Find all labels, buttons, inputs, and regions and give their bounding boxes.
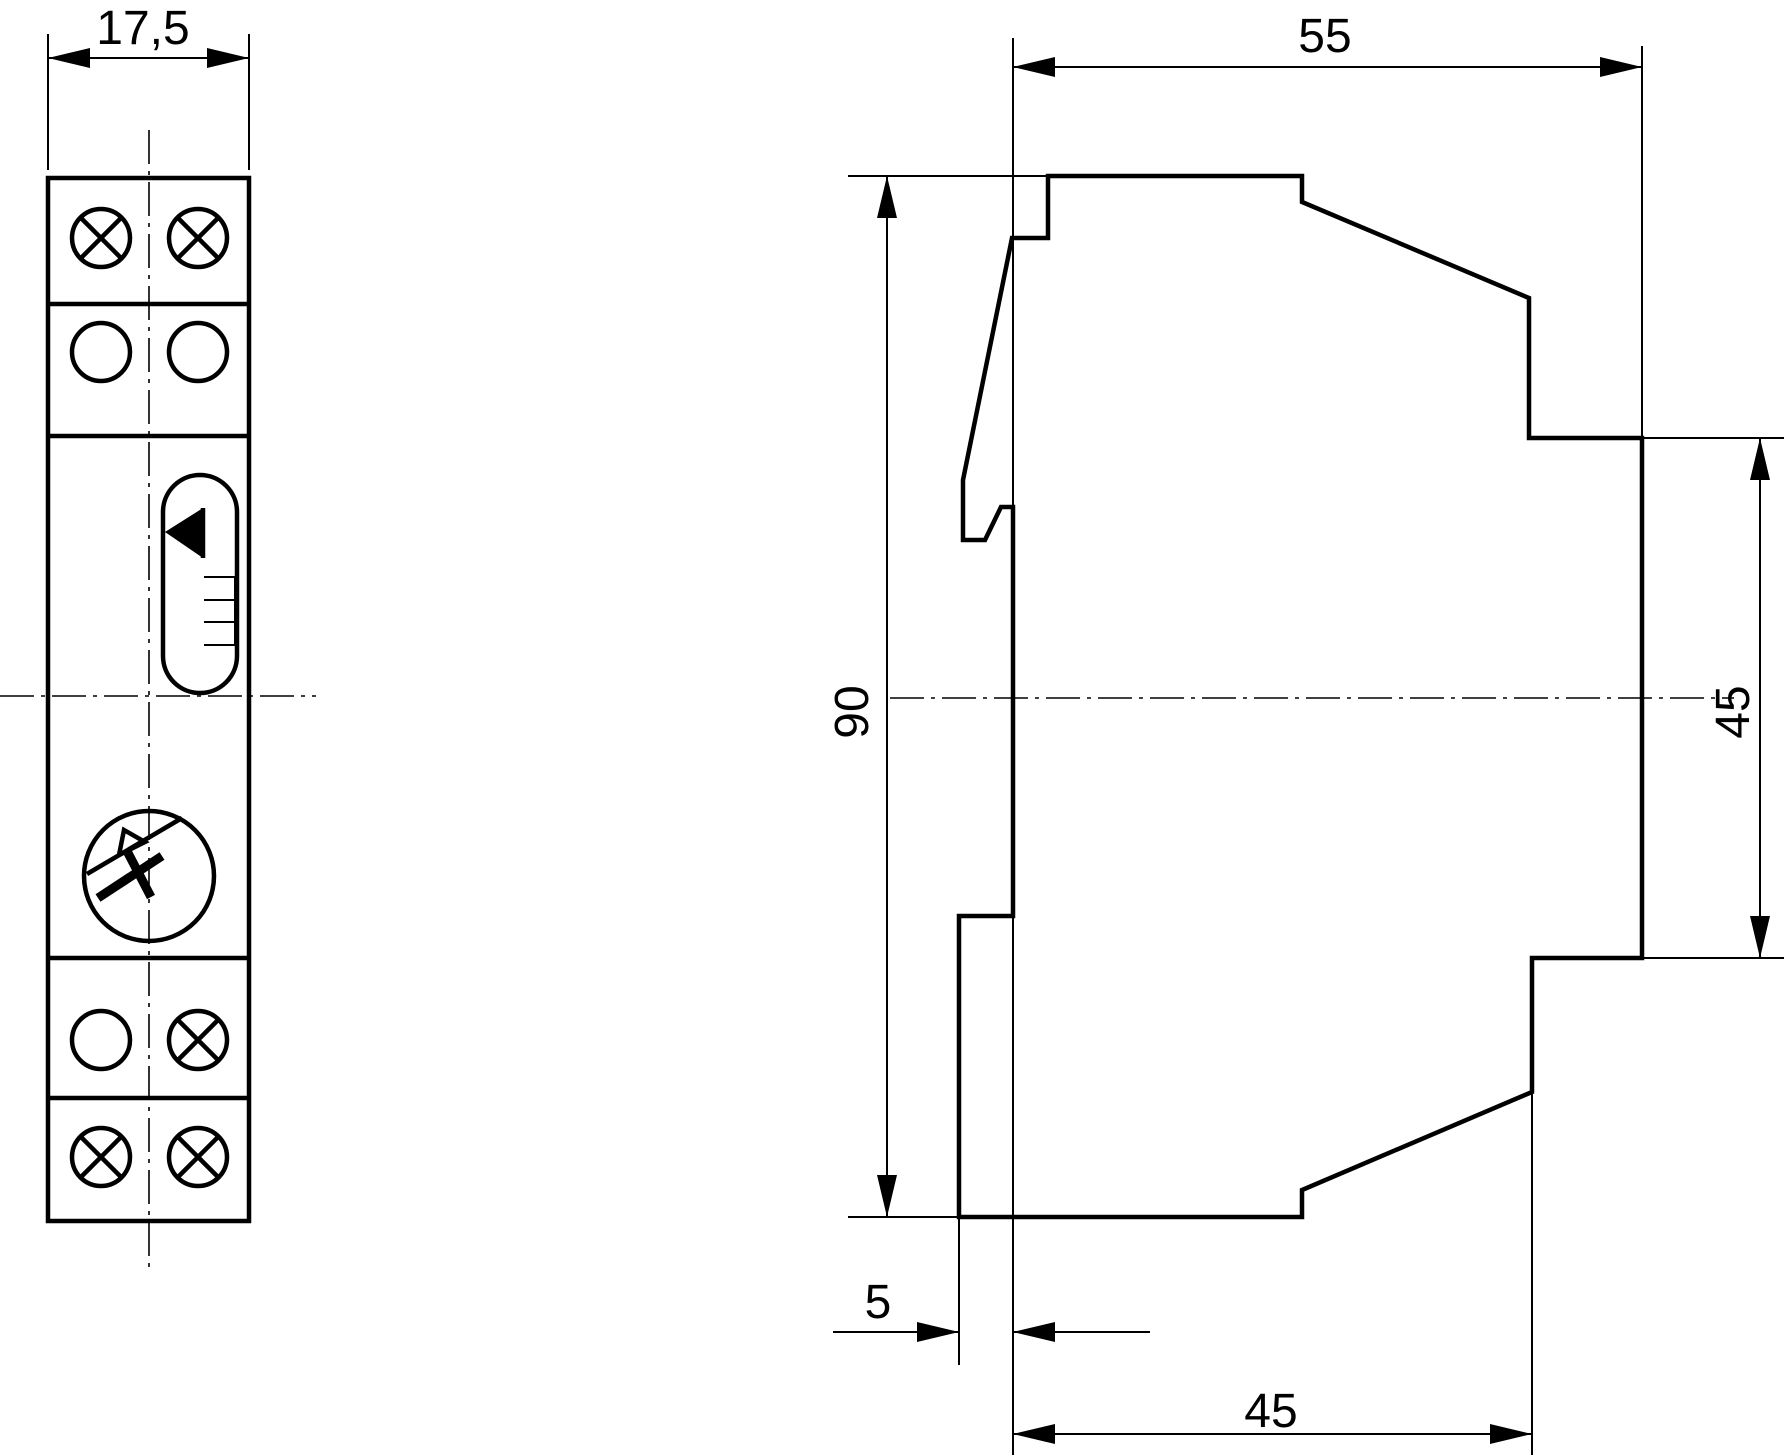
terminal-hole-icon — [69, 320, 133, 384]
indicator-window — [160, 472, 240, 696]
dimension-arrow-icon — [48, 48, 90, 68]
adjustment-dial-icon — [81, 808, 217, 944]
dimension-arrow-icon — [1600, 57, 1642, 77]
front-width-label: 17,5 — [96, 2, 189, 55]
front-width-dimension: 17,5 — [47, 2, 250, 170]
screw-terminal-icon — [69, 206, 133, 270]
screw-terminal-icon — [166, 206, 230, 270]
terminal-hole-icon — [69, 1008, 133, 1072]
height-label: 90 — [826, 685, 879, 738]
side-depth-label: 55 — [1298, 10, 1351, 63]
mount-depth-label: 45 — [1244, 1385, 1297, 1438]
terminal-hole-icon — [166, 320, 230, 384]
front-view-body-outline — [45, 175, 252, 1224]
side-depth-dimension: 55 — [1012, 10, 1643, 1455]
dimension-arrow-icon — [207, 48, 249, 68]
front-face-height-dimension: 45 — [1642, 437, 1784, 959]
side-view: 55 90 45 5 — [826, 10, 1784, 1455]
screw-terminal-icon — [69, 1125, 133, 1189]
mount-depth-dimension: 45 — [1013, 1092, 1533, 1455]
rail-offset-dimension: 5 — [833, 1217, 1150, 1365]
height-dimension: 90 — [826, 175, 1048, 1218]
side-view-body-outline — [956, 173, 1645, 1220]
dimension-arrow-icon — [1490, 1424, 1532, 1444]
dimension-arrow-icon — [1013, 1322, 1055, 1342]
front-view: 17,5 — [0, 2, 316, 1270]
dimension-arrow-icon — [1013, 1424, 1055, 1444]
screw-terminal-icon — [166, 1125, 230, 1189]
dimension-arrow-icon — [877, 1175, 897, 1217]
dimension-arrow-icon — [917, 1322, 959, 1342]
dimension-arrow-icon — [1750, 438, 1770, 480]
rail-offset-label: 5 — [865, 1276, 892, 1329]
dimension-arrow-icon — [1013, 57, 1055, 77]
dimension-arrow-icon — [877, 176, 897, 218]
front-face-height-label: 45 — [1707, 685, 1760, 738]
indicator-triangle-icon — [165, 508, 203, 558]
screw-terminal-icon — [166, 1008, 230, 1072]
dimension-arrow-icon — [1750, 916, 1770, 958]
